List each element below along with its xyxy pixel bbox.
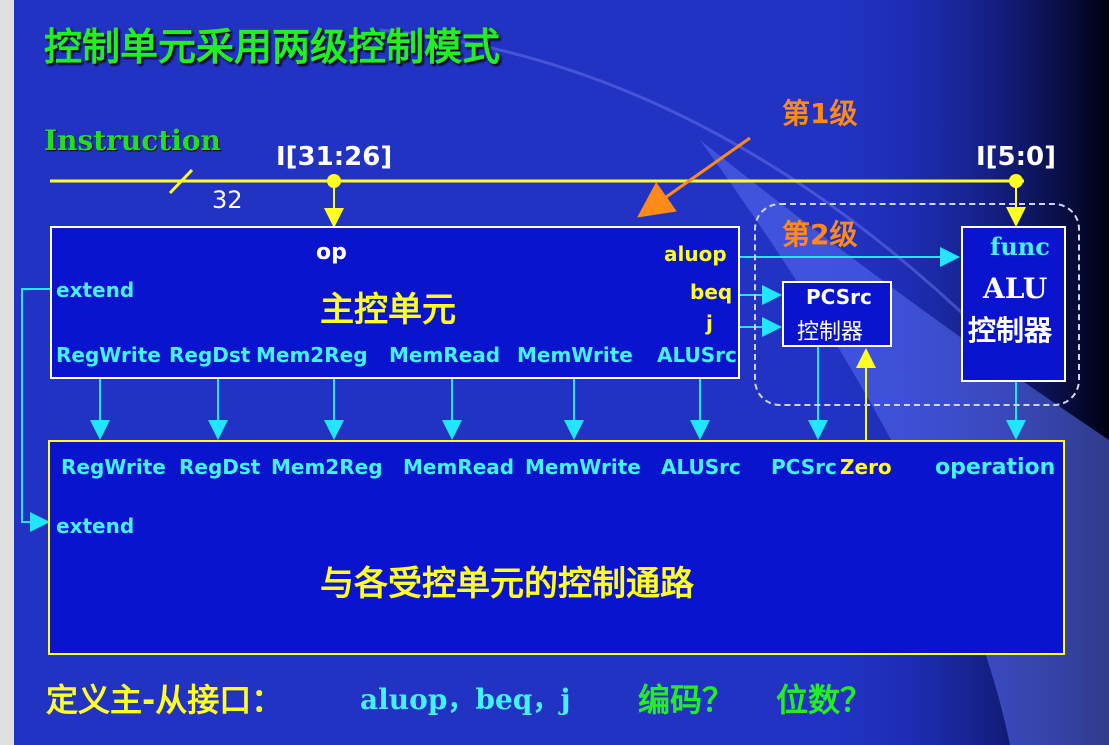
dp-operation: operation [935,455,1056,480]
pcsrc-controller [782,281,892,347]
dp-mem2reg: Mem2Reg [271,455,383,479]
dp-memwrite: MemWrite [525,455,641,479]
dp-memread: MemRead [403,455,515,479]
dp-zero: Zero [840,455,892,479]
instruction-label: Instruction [44,124,221,157]
footer-question-encoding: 编码？ [638,681,735,719]
beq-label: beq [690,280,733,304]
pcsrc-controller-line1: PCSrc [806,285,872,309]
bus-width-label: 32 [212,186,243,214]
main-control-unit [50,226,740,379]
arc-decoration [379,28,982,332]
alu-controller [961,226,1066,382]
main-control-output-wires [90,379,710,440]
dp-regdst: RegDst [179,455,261,479]
extend-wire [21,288,50,532]
datapath-name: 与各受控单元的控制通路 [320,564,694,604]
func-input-label: func [990,232,1050,261]
dp-extend: extend [56,514,135,538]
footer-signals: aluop，beq，j [360,683,571,716]
level1-pointer-arrow [637,136,751,218]
bus-width-slash [168,168,194,195]
dp-regwrite: RegWrite [61,455,166,479]
slide-title: 控制单元采用两级控制模式 [44,25,501,69]
main-out-alusrc: ALUSrc [657,343,737,367]
dp-alusrc: ALUSrc [661,455,741,479]
pcsrc-controller-line2: 控制器 [797,320,864,345]
footer-prefix: 定义主-从接口： [46,681,284,719]
aluop-label: aluop [664,242,727,266]
main-out-memread: MemRead [389,343,501,367]
level2-label: 第2级 [782,218,858,251]
level1-label: 第1级 [782,97,858,130]
footer-question-bits: 位数？ [776,681,873,719]
opcode-field-label: I[31:26] [276,142,393,172]
left-edge-strip [0,0,14,745]
main-out-mem2reg: Mem2Reg [256,343,368,367]
dp-pcsrc: PCSrc [771,455,837,479]
func-field-label: I[5:0] [976,142,1057,172]
main-out-regdst: RegDst [169,343,251,367]
level2-group [754,203,1080,406]
alu-controller-line1: ALU [983,272,1048,305]
j-label: j [706,311,713,335]
main-out-regwrite: RegWrite [56,343,161,367]
extend-output-label: extend [56,278,135,302]
datapath-control-box [48,440,1065,655]
op-input-label: op [316,240,347,265]
alu-controller-line2: 控制器 [968,314,1053,347]
main-out-memwrite: MemWrite [517,343,633,367]
main-control-name: 主控单元 [320,290,456,330]
